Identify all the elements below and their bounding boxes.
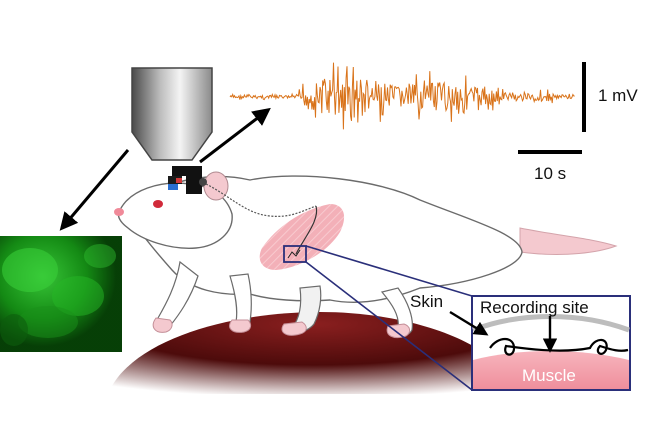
rat-illustration: [114, 171, 618, 339]
zoom-line-bottom: [305, 261, 473, 391]
skin-label: Skin: [410, 292, 444, 311]
voltage-scale-label: 1 mV: [598, 86, 638, 105]
microscope-objective-icon: [131, 67, 213, 161]
recording-inset: [471, 295, 631, 391]
muscle-label: Muscle: [522, 366, 576, 385]
emg-trace: [229, 62, 575, 130]
arrow-to-emg-trace: [199, 107, 271, 164]
skin-arrow: [449, 310, 489, 336]
recording-site-marker: [283, 245, 307, 263]
zoom-line-top: [305, 245, 473, 297]
arrow-to-fluorescence: [59, 149, 130, 231]
treadmill-ball: [108, 312, 520, 394]
emg-signal-path: [229, 62, 575, 130]
recording-site-label: Recording site: [480, 298, 589, 317]
time-scale-label: 10 s: [534, 164, 567, 183]
head-mounted-device-icon: [168, 166, 207, 194]
fluorescence-image: [0, 236, 122, 352]
